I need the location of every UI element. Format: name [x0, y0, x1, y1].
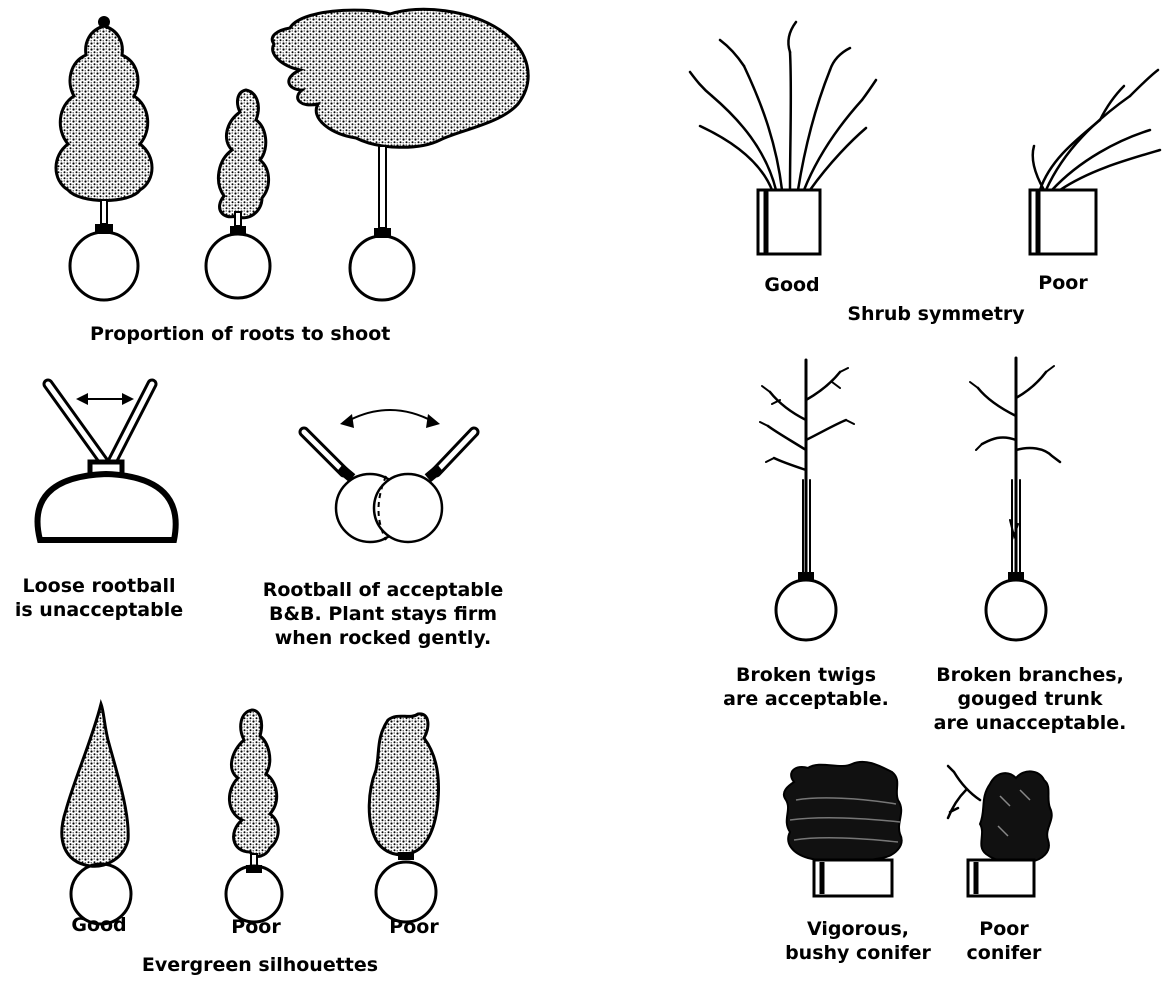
- evergreen-good: [62, 704, 131, 924]
- poor-conifer-caption-line: conifer: [954, 941, 1054, 965]
- tree-broken-branches: [970, 358, 1060, 640]
- acceptable-bb-caption-line: when rocked gently.: [248, 626, 518, 650]
- shrub-label-good: Good: [752, 273, 832, 297]
- broken-branches-caption: Broken branches, gouged trunk are unacce…: [920, 663, 1140, 735]
- broken-twigs-caption-line: Broken twigs: [716, 663, 896, 687]
- broken-branches-caption-line: are unacceptable.: [920, 711, 1140, 735]
- evergreen-poor-1: [226, 710, 282, 922]
- proportion-big-crown-tree: [272, 9, 528, 300]
- proportion-caption: Proportion of roots to shoot: [90, 322, 390, 346]
- poor-conifer-caption: Poor conifer: [954, 917, 1054, 965]
- evergreen-label-good: Good: [64, 913, 134, 937]
- broken-branches-caption-line: Broken branches,: [920, 663, 1140, 687]
- conifer-poor: [948, 766, 1052, 896]
- vigorous-conifer-caption-line: Vigorous,: [778, 917, 938, 941]
- evergreen-label-poor-1: Poor: [224, 915, 288, 939]
- poor-conifer-caption-line: Poor: [954, 917, 1054, 941]
- evergreen-label-poor-2: Poor: [382, 915, 446, 939]
- acceptable-bb-diagram: [304, 410, 474, 542]
- loose-rootball-caption-line: is unacceptable: [4, 598, 194, 622]
- shrub-label-poor: Poor: [1028, 271, 1098, 295]
- acceptable-bb-caption-line: Rootball of acceptable: [248, 578, 518, 602]
- tree-broken-twigs: [760, 360, 854, 640]
- vigorous-conifer-caption-line: bushy conifer: [778, 941, 938, 965]
- loose-rootball-caption-line: Loose rootball: [4, 574, 194, 598]
- evergreen-caption: Evergreen silhouettes: [140, 953, 380, 977]
- broken-twigs-caption-line: are acceptable.: [716, 687, 896, 711]
- vigorous-conifer-caption: Vigorous, bushy conifer: [778, 917, 938, 965]
- loose-rootball-caption: Loose rootball is unacceptable: [4, 574, 194, 622]
- broken-twigs-caption: Broken twigs are acceptable.: [716, 663, 896, 711]
- proportion-good-tree: [56, 16, 152, 300]
- shrub-good: [690, 22, 876, 254]
- shrub-symmetry-caption: Shrub symmetry: [836, 302, 1036, 326]
- loose-rootball-diagram: [38, 384, 176, 540]
- proportion-small-root-tree: [206, 90, 270, 298]
- broken-branches-caption-line: gouged trunk: [920, 687, 1140, 711]
- acceptable-bb-caption: Rootball of acceptable B&B. Plant stays …: [248, 578, 518, 650]
- evergreen-poor-2: [369, 714, 438, 922]
- conifer-vigorous: [784, 762, 902, 896]
- shrub-poor: [1030, 70, 1160, 254]
- acceptable-bb-caption-line: B&B. Plant stays firm: [248, 602, 518, 626]
